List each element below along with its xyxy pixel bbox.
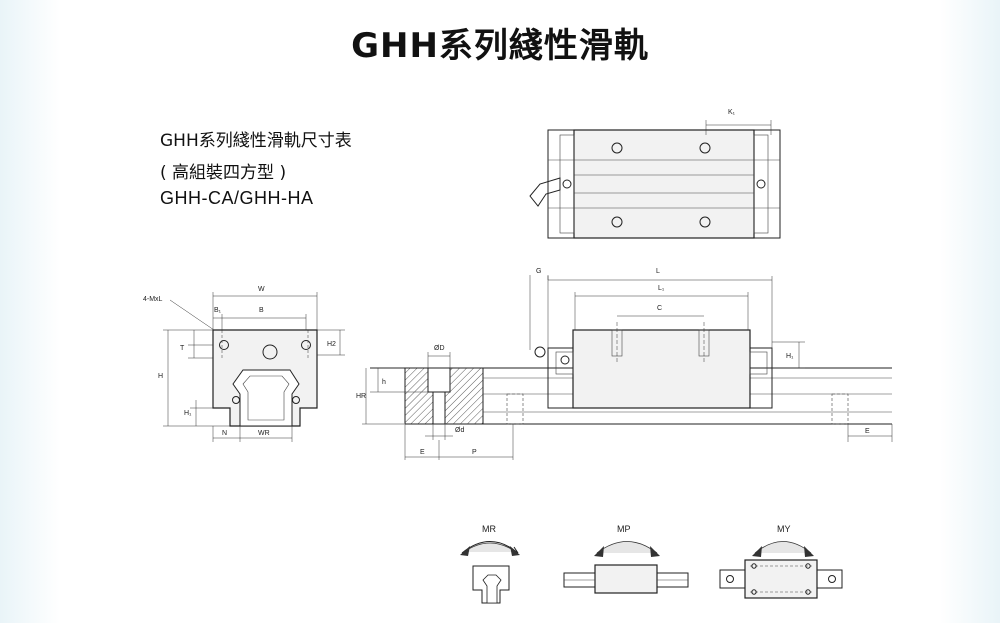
label-hr: HR	[356, 393, 366, 400]
label-h2: H2	[327, 341, 336, 348]
label-phi-small-d: Ød	[455, 427, 464, 434]
label-l1: L₁	[658, 285, 665, 292]
label-b1: B₁	[214, 307, 222, 314]
label-4-mxl: 4-MxL	[143, 296, 163, 303]
label-h: h	[382, 379, 386, 386]
moment-icon-mr: MR	[460, 524, 520, 604]
label-h1-front: H₁	[184, 410, 192, 417]
label-l: L	[656, 268, 660, 275]
label-e: E	[420, 449, 425, 456]
label-mr: MR	[482, 524, 496, 534]
label-n: N	[222, 430, 227, 437]
moment-icon-mp: MP	[563, 524, 689, 594]
label-h1-side: H₁	[786, 353, 794, 360]
label-p: P	[472, 449, 477, 456]
label-e-right: E	[865, 428, 870, 435]
label-mp: MP	[617, 524, 631, 534]
grease-fitting-side	[534, 346, 546, 358]
mount-hole-2	[699, 142, 711, 154]
label-b: B	[259, 307, 264, 314]
counterbore	[427, 367, 451, 393]
end-seal-left	[559, 134, 575, 234]
bolt-hole	[432, 391, 446, 425]
moment-icon-my: MY	[719, 524, 843, 599]
rail-hole-left	[562, 179, 572, 189]
label-g: G	[536, 268, 541, 275]
label-k1: K₁	[728, 109, 736, 116]
label-w: W	[258, 286, 265, 293]
end-seal-right	[753, 134, 769, 234]
type-description: ( 高組裝四方型 )	[160, 163, 287, 183]
mount-hole-4	[699, 216, 711, 228]
top-view-block	[573, 129, 755, 239]
mount-hole-3	[611, 216, 623, 228]
label-wr: WR	[258, 430, 270, 437]
front-rail-profile	[232, 369, 300, 427]
label-h-front: H	[158, 373, 163, 380]
grease-nipple	[529, 177, 561, 207]
rail-hole-right	[756, 179, 766, 189]
label-my: MY	[777, 524, 791, 534]
label-t: T	[180, 345, 185, 352]
dimension-table-title: GHH系列綫性滑軌尺寸表	[160, 131, 352, 151]
model-numbers: GHH-CA/GHH-HA	[160, 188, 314, 208]
front-view: W B B₁ 4-MxL T H2 H H₁ N WR	[143, 286, 345, 442]
carriage-block	[572, 329, 751, 409]
mxl-leader-line	[169, 299, 215, 331]
top-view: K₁	[529, 109, 781, 239]
page-title: GHH系列綫性滑軌	[351, 26, 649, 66]
label-phi-big-d: ØD	[434, 345, 445, 352]
side-view: L L₁ C G H₁ E ØD h HR Ød	[356, 268, 893, 460]
label-c: C	[657, 305, 662, 312]
mount-hole-1	[611, 142, 623, 154]
front-grease-port	[262, 344, 278, 360]
